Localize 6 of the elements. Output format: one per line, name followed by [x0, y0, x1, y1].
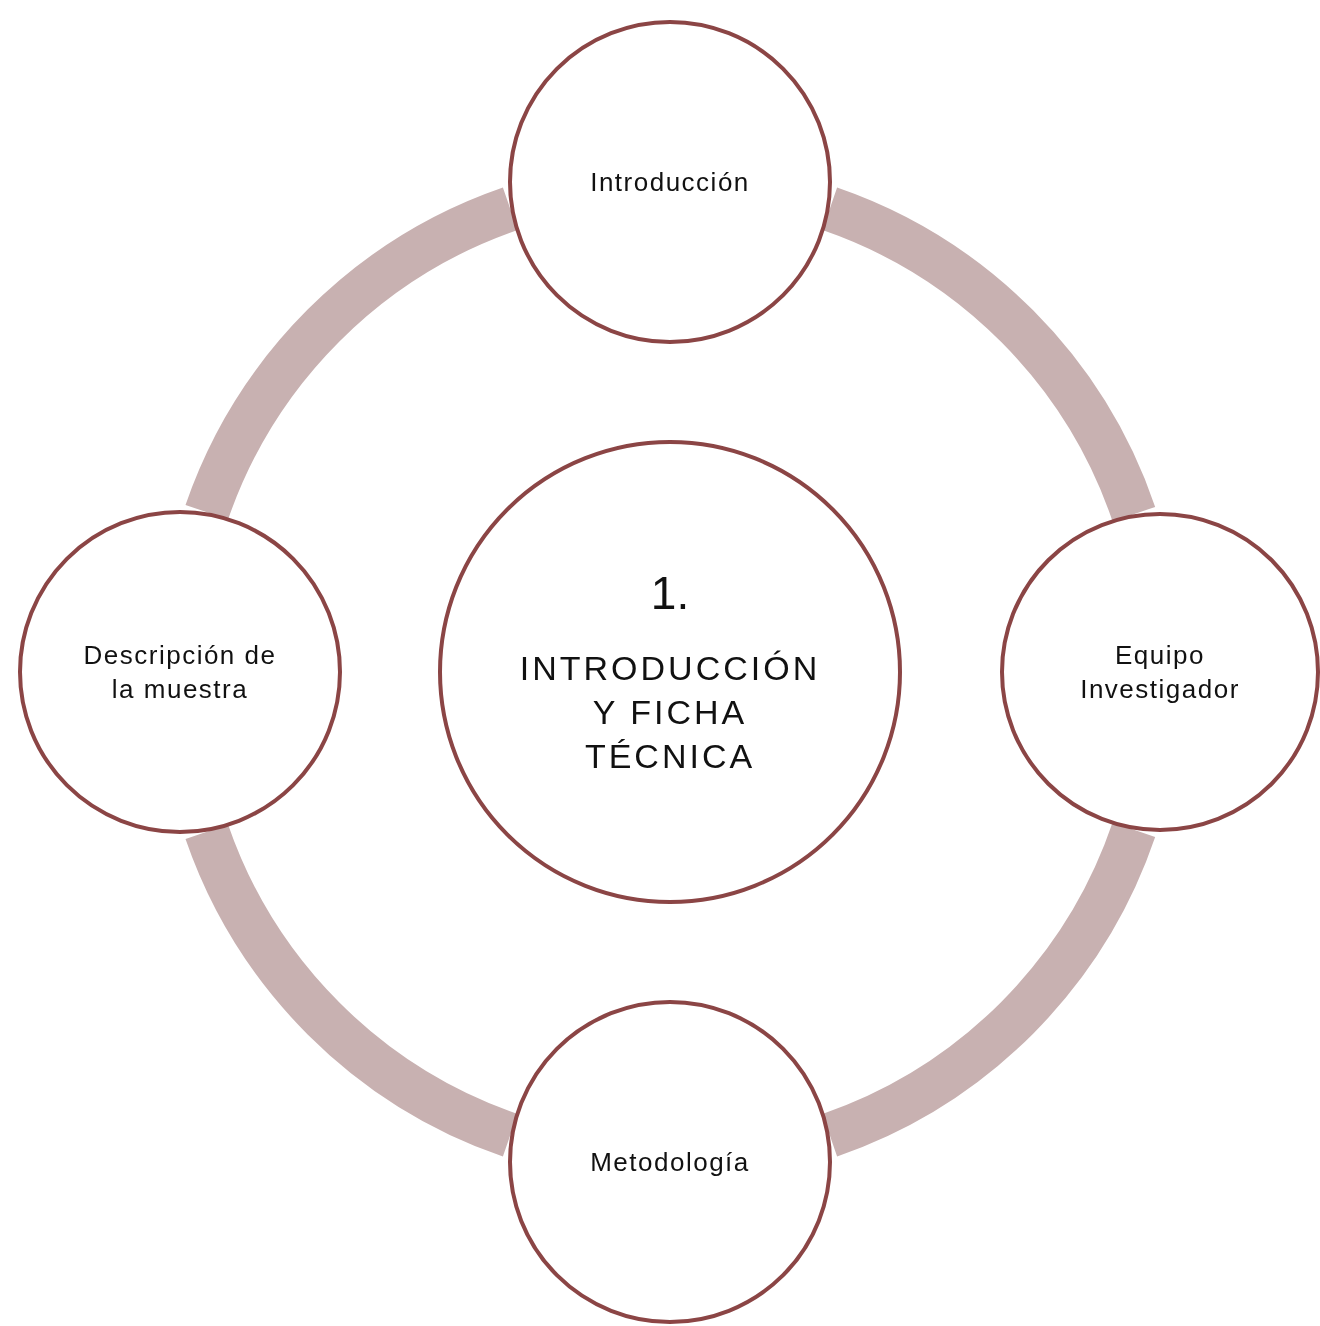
section-number: 1. [650, 566, 690, 620]
topic-label: Introducción [590, 166, 750, 199]
topic-label: Equipo Investigador [1079, 639, 1241, 706]
section-title: INTRODUCCIÓN Y FICHA TÉCNICA [518, 648, 822, 777]
topic-label: Metodología [590, 1146, 750, 1179]
topic-label: Descripción de la muestra [82, 639, 278, 706]
